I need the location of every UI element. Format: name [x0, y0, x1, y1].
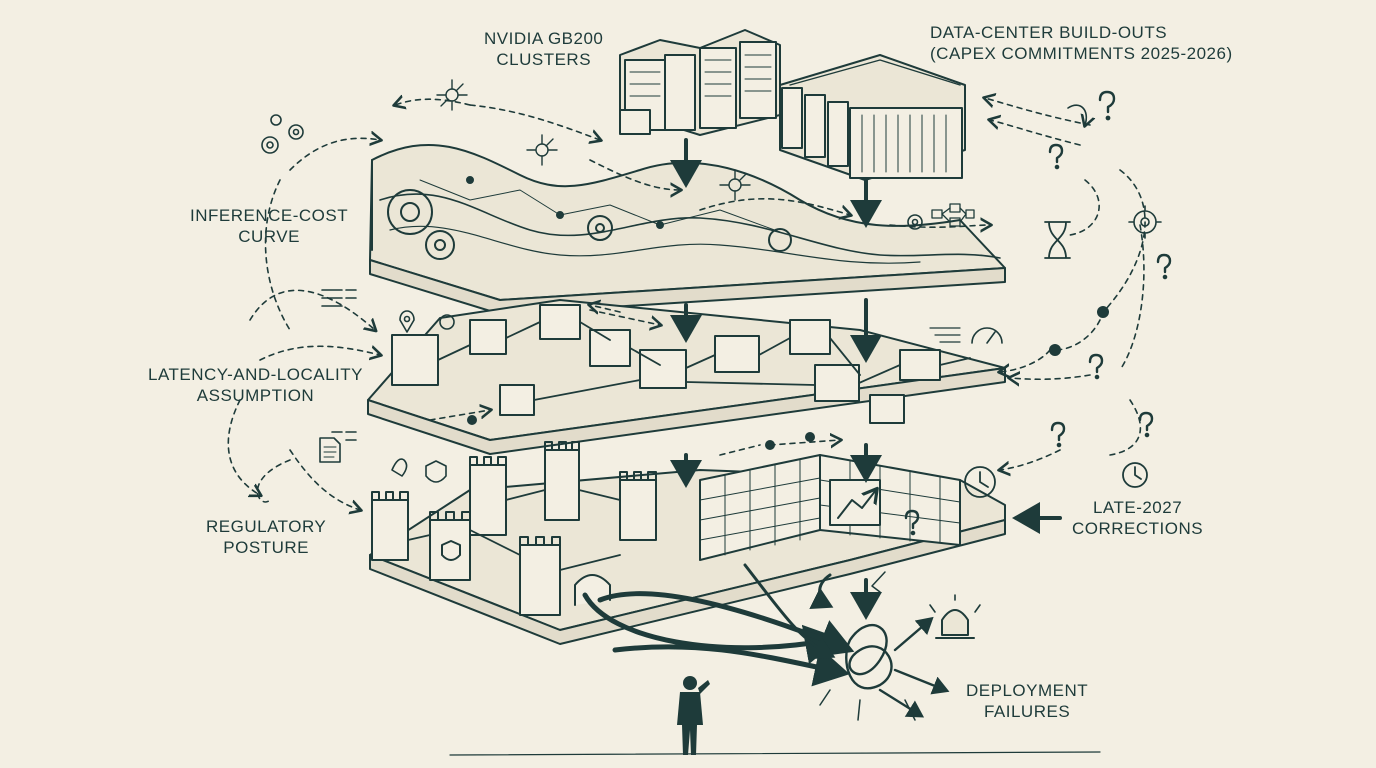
regulatory-label-line2: POSTURE [223, 538, 309, 557]
nvidia-label-line2: CLUSTERS [496, 50, 592, 69]
map-pin-icon [399, 310, 455, 333]
failure-paths [582, 563, 855, 687]
ground-line [449, 751, 1101, 756]
nvidia-label-line1: NVIDIA GB200 [484, 29, 604, 48]
inference-label-line1: INFERENCE-COST [190, 206, 349, 225]
alarm-icon [929, 594, 981, 639]
regulatory-posture-label: REGULATORY POSTURE [206, 516, 326, 558]
late-label-line2: CORRECTIONS [1072, 519, 1204, 538]
nvidia-clusters-label: NVIDIA GB200 CLUSTERS [484, 28, 603, 70]
hourglass-icon [1044, 221, 1071, 259]
latency-label-line1: LATENCY-AND-LOCALITY [148, 365, 363, 384]
speedometer-icon [929, 327, 1003, 344]
gears-icon [261, 114, 1162, 239]
data-center-buildouts-label: DATA-CENTER BUILD-OUTS (CAPEX COMMITMENT… [930, 22, 1233, 64]
feedback-loops [227, 98, 1146, 510]
question-mark-icon [904, 90, 1172, 536]
data-center-block [779, 54, 966, 181]
deploy-label-line1: DEPLOYMENT [966, 681, 1089, 700]
deployment-failures-label: DEPLOYMENT FAILURES [966, 680, 1088, 722]
shield-icon [391, 458, 447, 483]
latency-locality-layer [367, 299, 1006, 455]
flowchart-icon [931, 203, 975, 227]
regulatory-label-line1: REGULATORY [206, 517, 327, 536]
datacenter-label-line1: DATA-CENTER BUILD-OUTS [930, 23, 1168, 42]
inference-cost-curve-label: INFERENCE-COST CURVE [190, 205, 348, 247]
document-icon [319, 289, 357, 463]
deploy-label-line2: FAILURES [983, 702, 1071, 721]
latency-locality-label: LATENCY-AND-LOCALITY ASSUMPTION [148, 364, 363, 406]
late-label-line1: LATE-2027 [1092, 498, 1183, 517]
inference-cost-layer [369, 144, 1006, 315]
latency-label-line2: ASSUMPTION [196, 386, 315, 405]
flow-arrows [670, 138, 1062, 620]
nvidia-rack-cluster [619, 29, 781, 136]
network-node-icon [436, 79, 751, 201]
datacenter-label-line2: (CAPEX COMMITMENTS 2025-2026) [930, 44, 1233, 63]
loop-nodes [467, 306, 1109, 450]
knot-icon [819, 571, 950, 721]
clock-icon [964, 462, 1148, 498]
person-icon [677, 676, 710, 755]
inference-label-line2: CURVE [238, 227, 300, 246]
late-2027-corrections-label: LATE-2027 CORRECTIONS [1072, 497, 1203, 539]
